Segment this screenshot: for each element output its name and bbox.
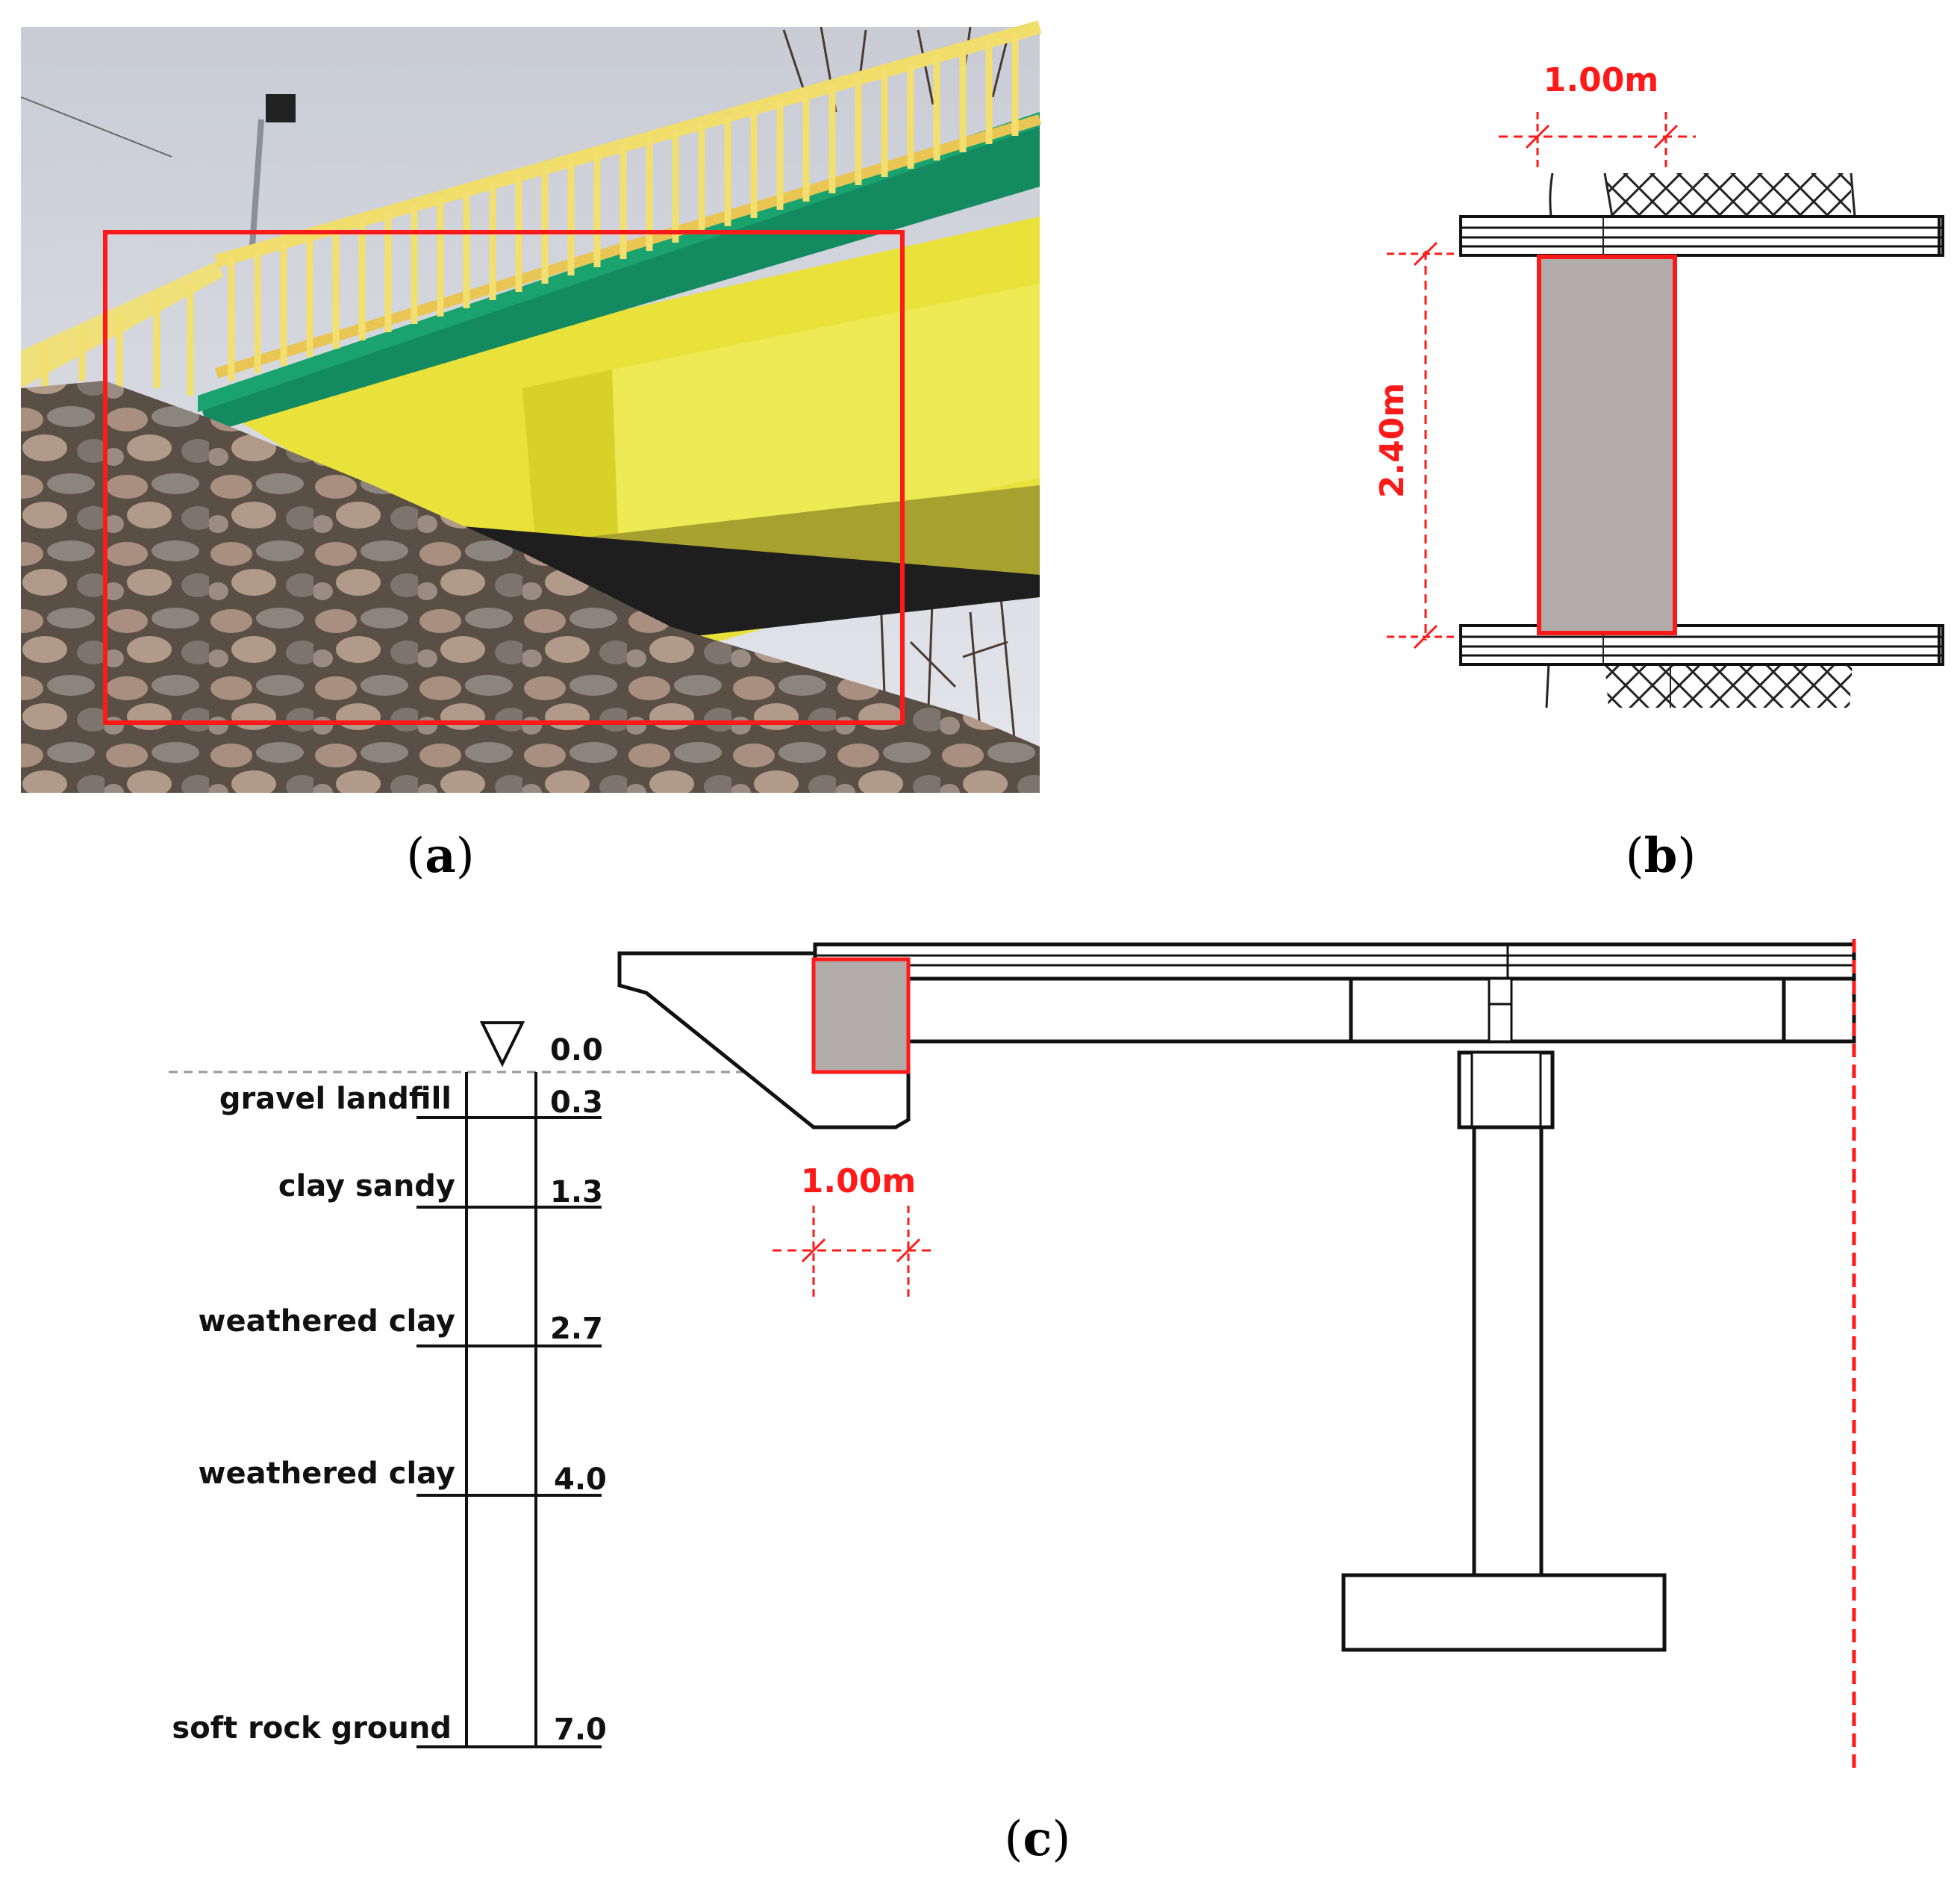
slab-bottom — [1459, 624, 1944, 666]
water-level-icon — [479, 1021, 525, 1068]
layer-gravel-landfill: gravel landfill 0.3 — [219, 1082, 603, 1120]
borehole-log: 0.0 gravel landfill 0.3 clay sandy 1.3 w… — [172, 1021, 607, 1748]
layer-depth: 1.3 — [550, 1175, 603, 1209]
abutment-section-block — [811, 957, 911, 1074]
caption-a: (a) — [406, 828, 474, 884]
layer-depth: 4.0 — [554, 1462, 607, 1497]
layer-weathered-clay-2: weathered clay 4.0 — [199, 1456, 607, 1497]
panel-b-section: 1.00m — [1373, 61, 1944, 708]
dim-height-label: 2.40m — [1373, 383, 1411, 498]
photo-cable — [20, 96, 172, 158]
layer-depth: 0.3 — [550, 1085, 603, 1120]
bridge-girder — [906, 976, 1856, 1044]
photo-stone-slope — [21, 381, 1040, 793]
panel-a-photo — [20, 20, 1042, 793]
layer-soft-rock-ground: soft rock ground 7.0 — [172, 1711, 607, 1748]
caption-b: (b) — [1626, 828, 1697, 884]
photo-highlight-box — [103, 230, 905, 725]
layer-label: weathered clay — [199, 1304, 455, 1339]
dim-width-top-label: 1.00m — [1544, 61, 1658, 99]
layer-label: weathered clay — [199, 1456, 455, 1491]
layer-depth: 2.7 — [550, 1312, 603, 1346]
soil-hatch-bottom — [1605, 663, 1853, 708]
layer-clay-sandy: clay sandy 1.3 — [278, 1169, 603, 1209]
bridge-deck — [813, 942, 1856, 981]
soil-hatch-top — [1605, 173, 1851, 216]
layer-label: clay sandy — [278, 1169, 455, 1203]
layer-label: soft rock ground — [172, 1711, 452, 1745]
layer-depth: 7.0 — [554, 1713, 607, 1747]
slab-top — [1459, 215, 1944, 257]
lamp-post — [249, 119, 264, 247]
caption-c: (c) — [1005, 1811, 1071, 1867]
panel-c-elevation: 1.00m — [169, 939, 1856, 1769]
lamp-head — [266, 94, 296, 122]
bridge-pier — [1341, 1050, 1667, 1652]
depth-0: 0.0 — [550, 1033, 603, 1068]
layer-label: gravel landfill — [219, 1082, 452, 1116]
section-block — [1537, 255, 1677, 635]
layer-weathered-clay-1: weathered clay 2.7 — [199, 1304, 603, 1347]
dim-width-bottom-label: 1.00m — [801, 1162, 916, 1200]
